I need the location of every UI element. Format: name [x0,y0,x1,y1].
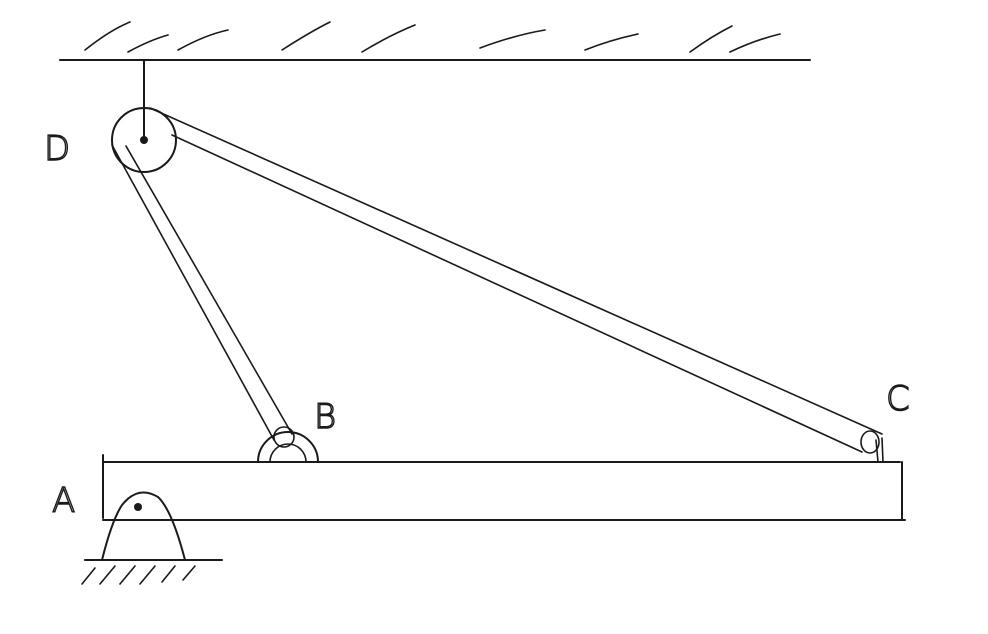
joint-b [257,426,319,463]
beam [102,454,906,521]
label-d: D [44,129,70,169]
pin-support [101,491,186,561]
pulley-axle [140,136,148,144]
pulley-wheel [111,107,177,173]
joint-b-pin [273,426,295,448]
joint-b-bracket [257,431,319,463]
label-c: C [886,379,910,419]
ground-hatching [81,565,196,585]
rope-d-to-b [111,144,293,441]
label-a: A [52,481,75,521]
joint-c-pin [860,430,880,454]
rope-d-to-c [149,107,883,453]
ceiling [59,21,811,61]
joint-c [860,430,884,463]
support-pin [134,503,142,511]
pulley-d [111,59,177,173]
label-b: B [314,397,336,437]
ceiling-hatching [84,21,781,53]
support-a [81,491,223,585]
